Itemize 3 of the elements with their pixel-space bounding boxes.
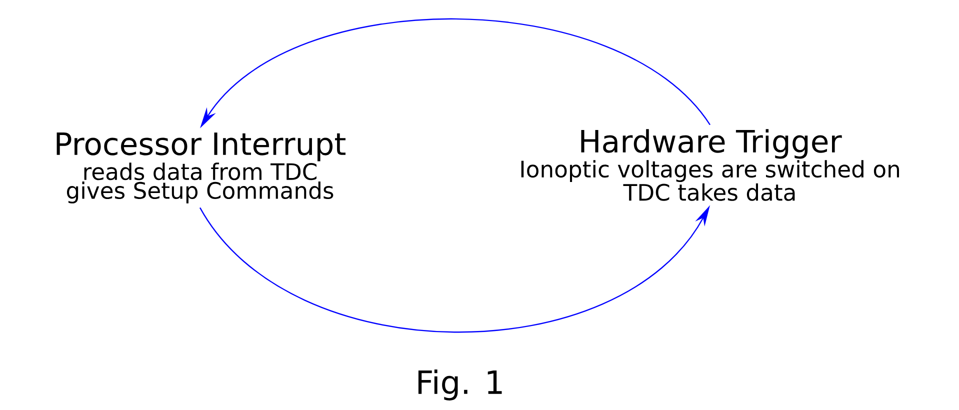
text-label: Hardware Trigger Ionoptic voltages are switched on TDC takes data xyxy=(521,129,899,201)
text-label: Processor Interrupt reads data from TDC gives Setup Commands xyxy=(56,132,346,204)
figure-caption: Fig. 1 xyxy=(418,370,502,400)
